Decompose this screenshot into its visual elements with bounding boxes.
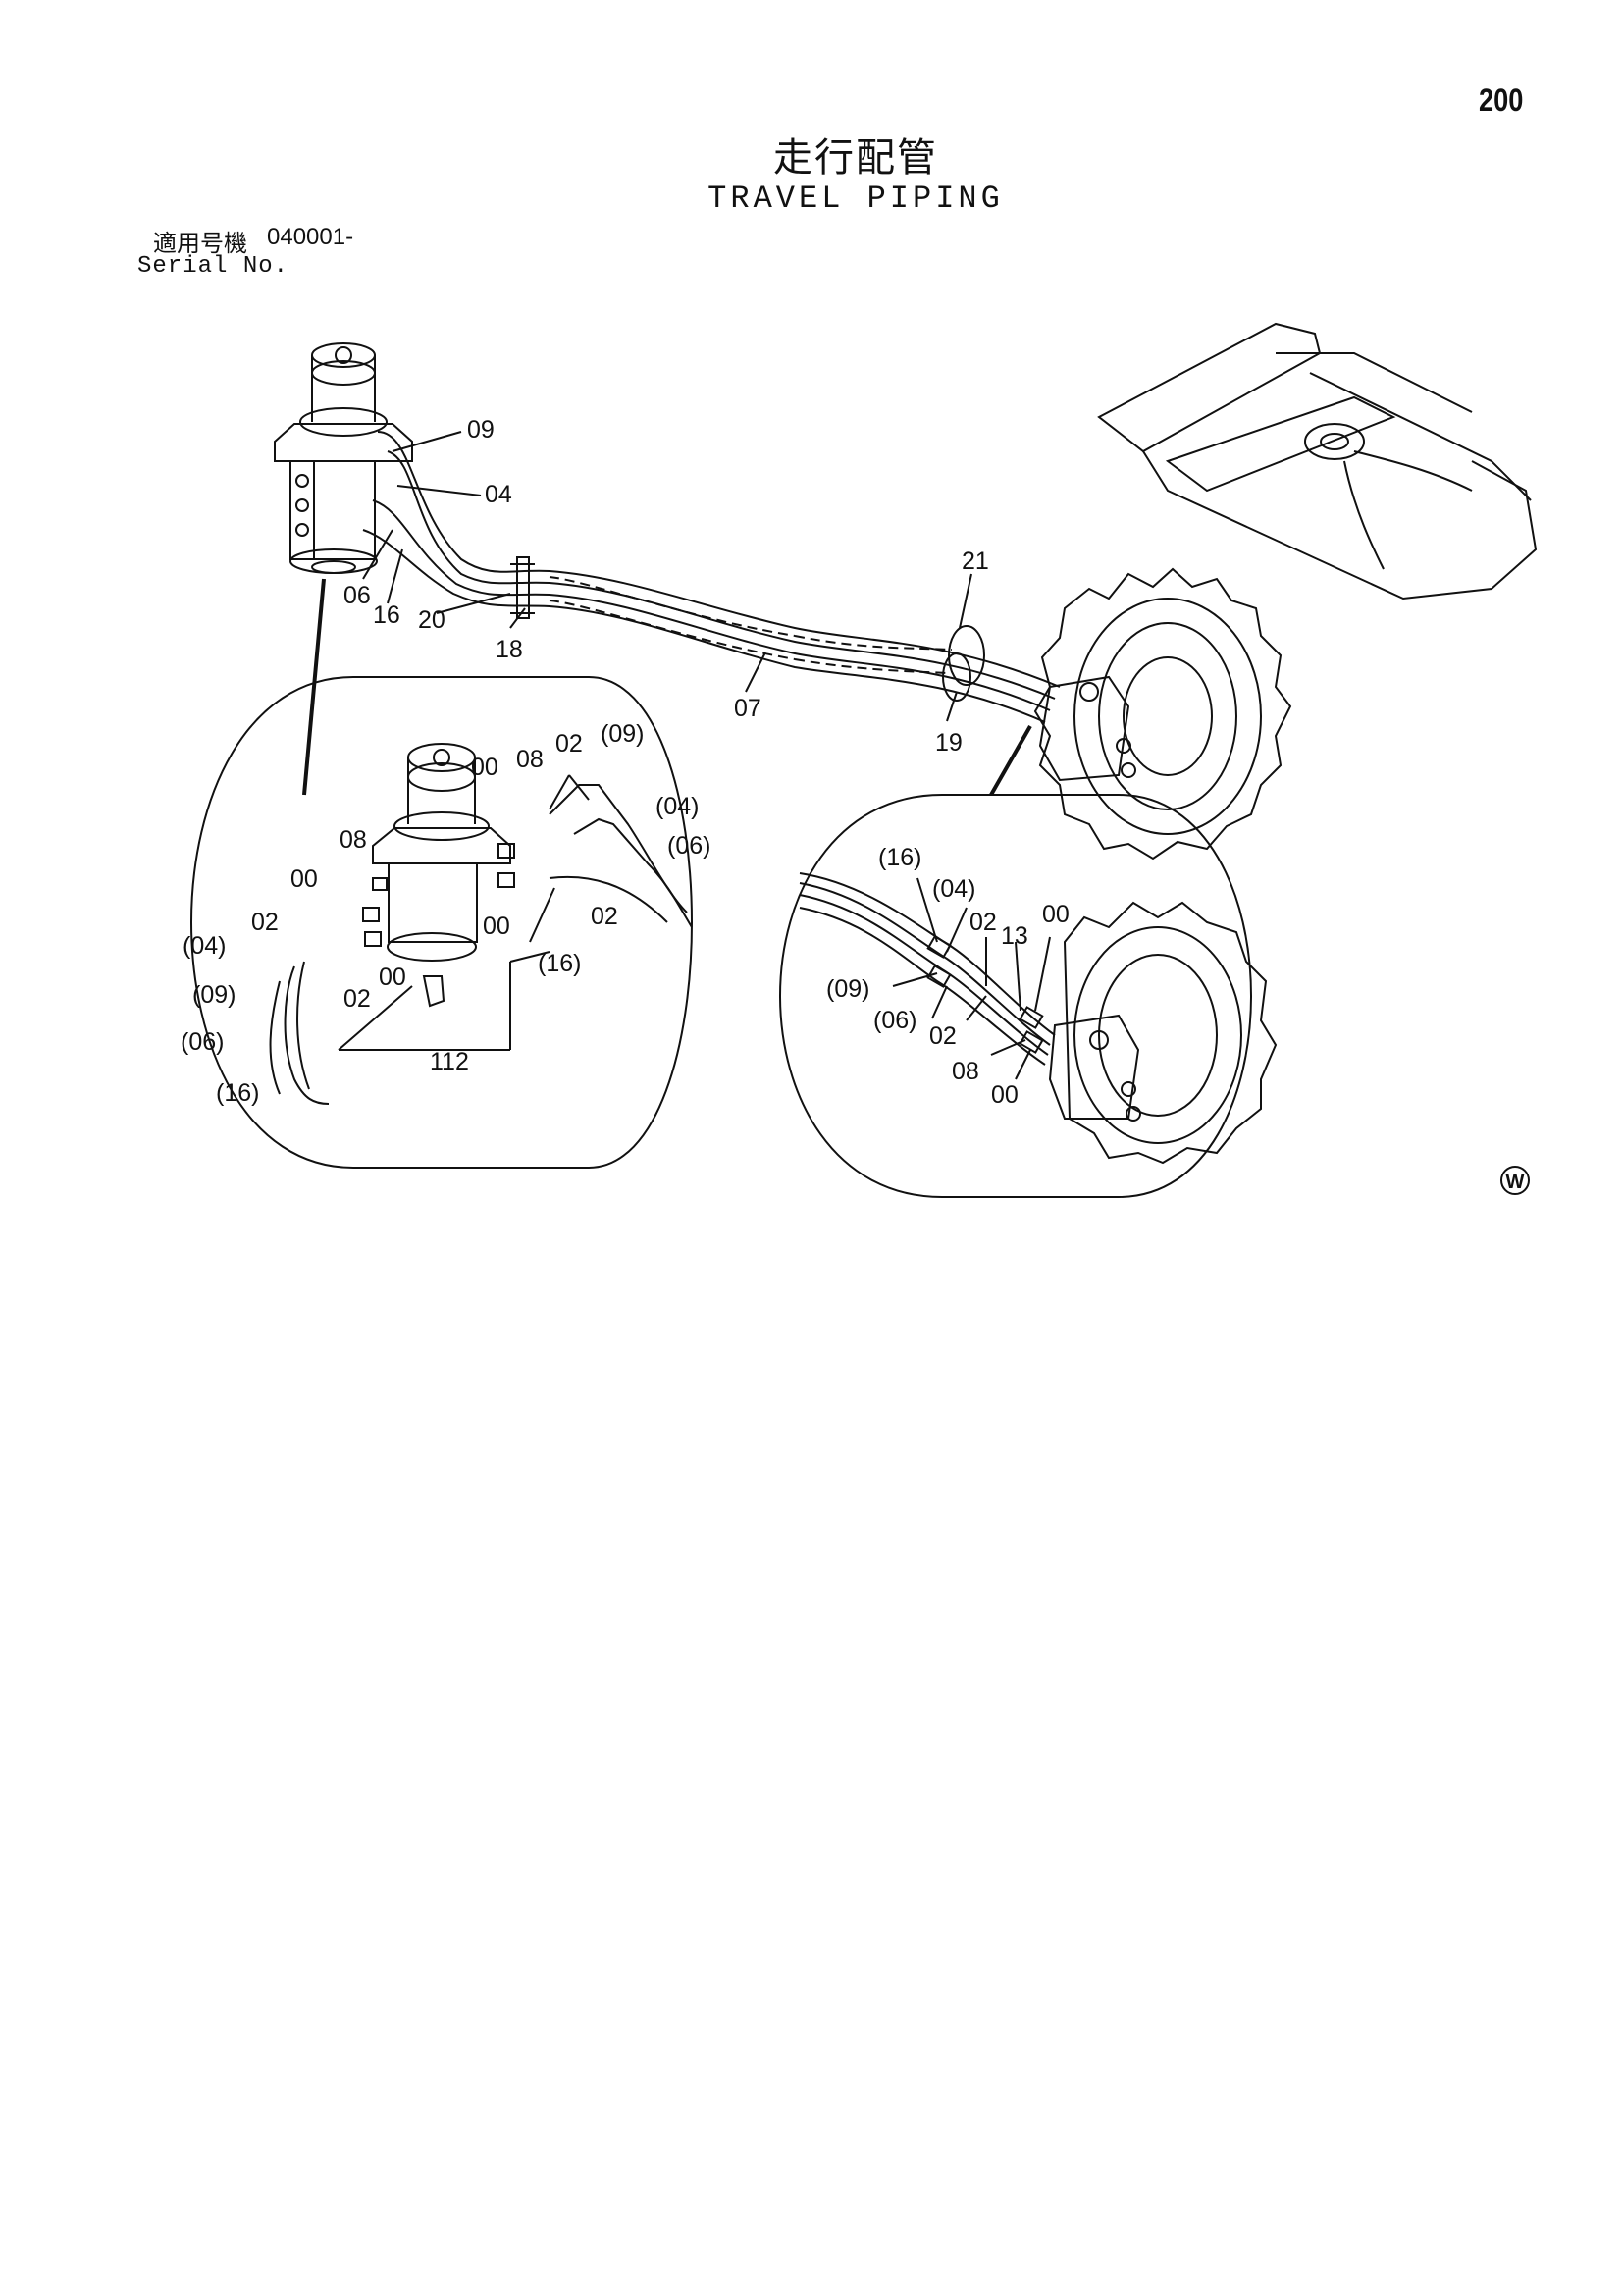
left-detail-pointer <box>302 578 326 796</box>
left-label-16-left: (16) <box>216 1079 259 1107</box>
main-view-labels: 09 04 06 16 20 18 07 21 19 <box>343 416 989 757</box>
left-label-00: 00 <box>471 754 498 781</box>
right-label-16-ref: (16) <box>878 844 921 871</box>
region-mark: W <box>1500 1166 1530 1195</box>
region-mark-letter: W <box>1506 1172 1525 1193</box>
left-label-09-left: (09) <box>192 981 236 1009</box>
serial-label-english: Serial No. <box>137 253 289 280</box>
right-detail-leaders <box>892 877 1051 1080</box>
center-joint <box>274 342 413 574</box>
right-label-02b: 02 <box>929 1022 957 1050</box>
right-detail-labels: (16) (04) 02 13 00 (09) (06) 02 08 00 <box>826 844 1070 1109</box>
right-label-02: 02 <box>969 909 997 936</box>
left-label-02: 02 <box>555 730 583 757</box>
right-label-09-ref: (09) <box>826 975 869 1003</box>
left-label-02b: 02 <box>251 909 279 936</box>
label-20: 20 <box>418 606 445 634</box>
left-label-09-ref: (09) <box>601 720 644 748</box>
travel-motor-sprocket <box>1033 567 1292 861</box>
label-09: 09 <box>467 416 495 444</box>
left-label-02c: 02 <box>591 903 618 930</box>
left-label-04-ref: (04) <box>655 793 699 820</box>
label-07: 07 <box>734 695 761 722</box>
right-detail-motor <box>799 872 1278 1165</box>
serial-number-value: 040001- <box>267 224 354 250</box>
left-detail-labels: 00 08 02 (09) (04) (06) 08 00 02 00 02 (… <box>181 720 710 1107</box>
label-16: 16 <box>373 601 400 629</box>
left-label-02d: 02 <box>343 985 371 1013</box>
left-detail-frame <box>190 676 693 1169</box>
label-18: 18 <box>496 636 523 663</box>
left-label-00b: 00 <box>290 865 318 893</box>
label-06: 06 <box>343 582 371 609</box>
undercarriage-view <box>1097 322 1538 600</box>
main-leader-lines <box>362 431 972 722</box>
right-label-13: 13 <box>1001 922 1028 950</box>
left-label-04-left: (04) <box>183 932 226 960</box>
right-detail-frame <box>779 794 1252 1198</box>
right-label-08: 08 <box>952 1058 979 1085</box>
left-label-00d: 00 <box>379 964 406 991</box>
page-title-english: TRAVEL PIPING <box>707 181 1004 217</box>
right-label-06-ref: (06) <box>873 1007 916 1034</box>
page-title-japanese: 走行配管 <box>773 135 938 181</box>
hose-bundle <box>362 431 1061 723</box>
left-label-08: 08 <box>516 746 544 773</box>
label-21: 21 <box>962 548 989 575</box>
left-label-06-ref: (06) <box>667 832 710 860</box>
right-label-04-ref: (04) <box>932 875 975 903</box>
page-number: 200 <box>1478 82 1523 118</box>
serial-label-japanese: 適用号機 <box>153 230 247 257</box>
left-label-06-left: (06) <box>181 1028 224 1056</box>
left-label-16-ref: (16) <box>538 950 581 977</box>
left-detail-joint <box>269 743 693 1105</box>
right-detail-pointer <box>989 725 1032 796</box>
right-label-00: 00 <box>1042 901 1070 928</box>
label-19: 19 <box>935 729 963 757</box>
right-label-00b: 00 <box>991 1081 1019 1109</box>
left-label-08b: 08 <box>340 826 367 854</box>
left-label-00c: 00 <box>483 913 510 940</box>
left-label-112: 112 <box>430 1048 469 1075</box>
label-04: 04 <box>485 481 512 508</box>
